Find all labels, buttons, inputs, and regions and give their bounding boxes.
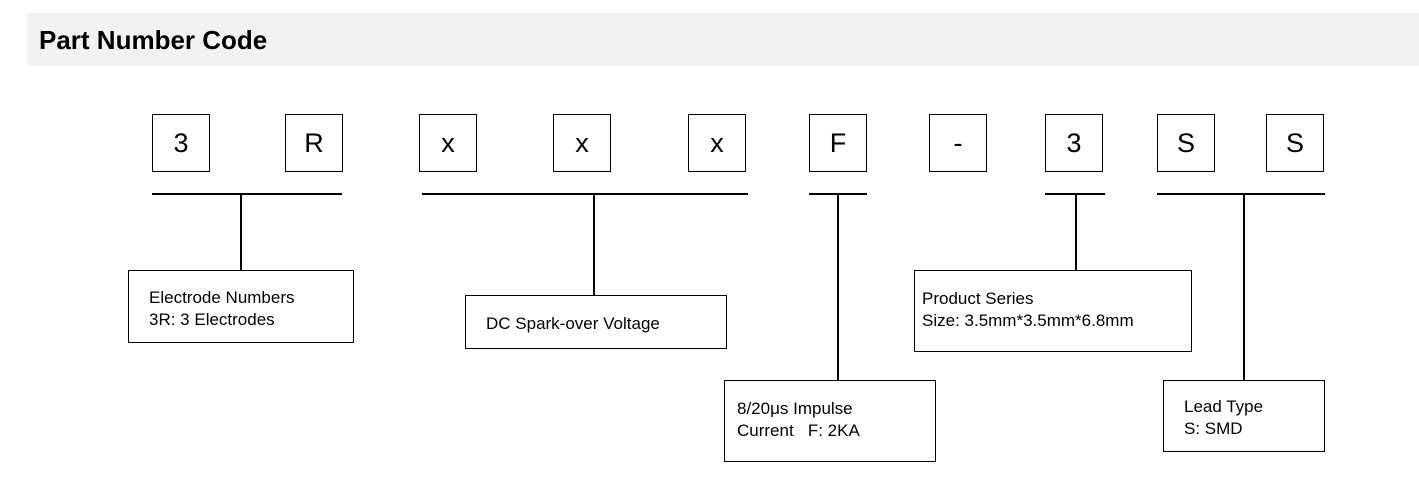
lead-description-box: Lead Type S: SMD bbox=[1163, 380, 1325, 452]
series-description-box: Product Series Size: 3.5mm*3.5mm*6.8mm bbox=[914, 270, 1192, 352]
code-char-4: x bbox=[553, 114, 611, 172]
lead-title: Lead Type bbox=[1184, 397, 1264, 416]
voltage-description-box: DC Spark-over Voltage bbox=[465, 295, 727, 349]
lead-detail: S: SMD bbox=[1184, 419, 1243, 438]
impulse-title: 8/20μs Impulse bbox=[737, 399, 853, 418]
code-char-6: F bbox=[809, 114, 867, 172]
code-char-2: R bbox=[285, 114, 343, 172]
impulse-detail: Current F: 2KA bbox=[737, 421, 860, 440]
section-title: Part Number Code bbox=[39, 25, 268, 55]
code-char-9: S bbox=[1157, 114, 1215, 172]
series-detail: Size: 3.5mm*3.5mm*6.8mm bbox=[922, 311, 1134, 330]
voltage-connector-line bbox=[593, 193, 595, 295]
section-header-bar bbox=[27, 13, 1419, 66]
series-title: Product Series bbox=[922, 289, 1034, 308]
voltage-title: DC Spark-over Voltage bbox=[486, 314, 660, 333]
lead-connector-line bbox=[1243, 193, 1245, 381]
electrode-connector-line bbox=[240, 193, 242, 271]
code-char-10: S bbox=[1266, 114, 1324, 172]
code-char-7: - bbox=[929, 114, 987, 172]
impulse-description-box: 8/20μs Impulse Current F: 2KA bbox=[724, 380, 936, 462]
electrode-description-box: Electrode Numbers 3R: 3 Electrodes bbox=[128, 270, 354, 343]
electrode-bracket-line bbox=[152, 193, 342, 195]
code-char-5: x bbox=[688, 114, 746, 172]
lead-bracket-line bbox=[1157, 193, 1325, 195]
series-connector-line bbox=[1075, 193, 1077, 271]
code-char-3: x bbox=[419, 114, 477, 172]
code-char-1: 3 bbox=[152, 114, 210, 172]
impulse-connector-line bbox=[837, 193, 839, 381]
code-char-8: 3 bbox=[1045, 114, 1103, 172]
voltage-bracket-line bbox=[422, 193, 748, 195]
electrode-title: Electrode Numbers bbox=[149, 288, 295, 307]
electrode-detail: 3R: 3 Electrodes bbox=[149, 310, 275, 329]
